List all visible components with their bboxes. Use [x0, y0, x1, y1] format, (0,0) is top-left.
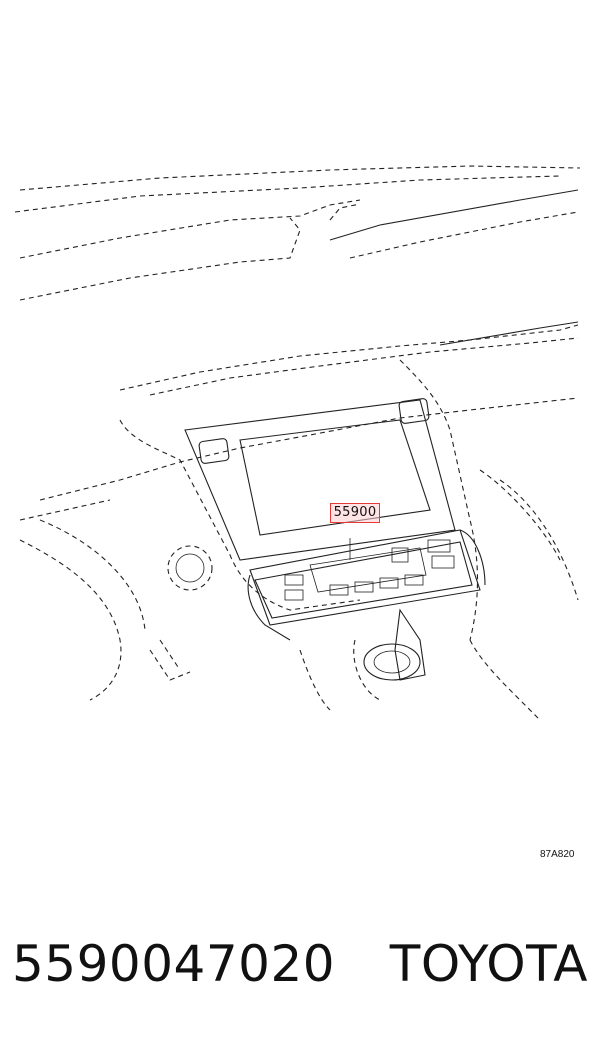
lower-left-panel [149, 639, 191, 681]
center-stack [119, 359, 579, 721]
display-screen [184, 398, 456, 561]
steering-wheel [19, 519, 213, 701]
part-number: 5590047020 [12, 935, 336, 993]
diagram-reference-code: 87A820 [540, 849, 575, 860]
climate-control-panel [247, 529, 486, 641]
dashboard-line-drawing [14, 165, 581, 721]
dashboard-top [19, 321, 579, 521]
brand-name: TOYOTA [389, 935, 588, 993]
footer: 5590047020 TOYOTA [0, 935, 600, 1015]
part-callout-label: 55900 [330, 503, 380, 523]
gear-shifter [353, 608, 426, 701]
windshield-lines [14, 165, 581, 301]
